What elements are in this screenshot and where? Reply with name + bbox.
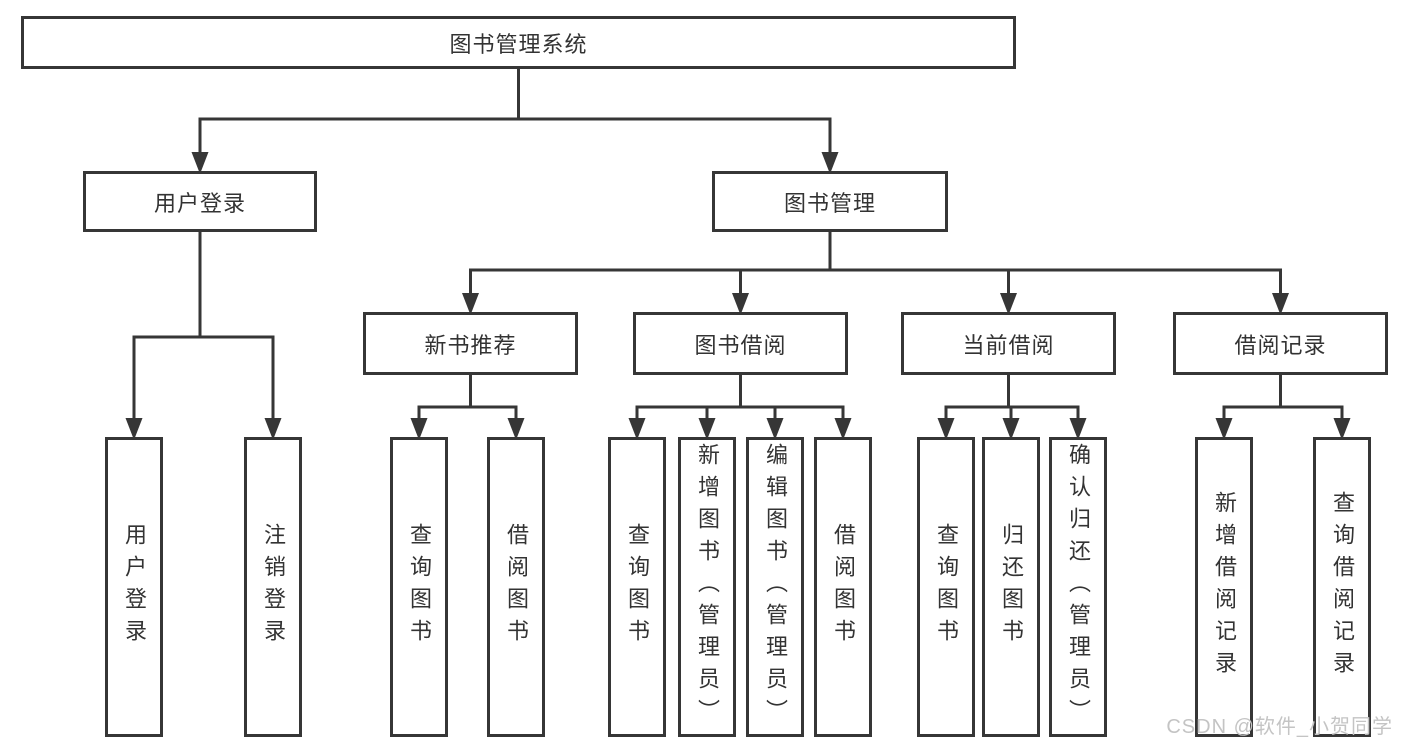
node-label-bb-edit-books: 编辑图书（管理员） — [763, 443, 788, 731]
node-bb-edit-books: 编辑图书（管理员） — [746, 437, 804, 737]
node-label-login-leaf: 用户登录 — [122, 523, 147, 651]
node-label-br-add-record: 新增借阅记录 — [1212, 491, 1237, 683]
node-label-bb-add-books: 新增图书（管理员） — [695, 443, 720, 731]
node-label-cb-confirm-return: 确认归还（管理员） — [1066, 443, 1091, 731]
node-cb-return-books: 归还图书 — [982, 437, 1040, 737]
node-cb-query-books: 查询图书 — [917, 437, 975, 737]
node-bb-borrow-books: 借阅图书 — [814, 437, 872, 737]
node-label-cb-query-books: 查询图书 — [934, 523, 959, 651]
node-br-query-record: 查询借阅记录 — [1313, 437, 1371, 737]
node-user-login: 用户登录 — [83, 171, 317, 232]
node-label-logout-leaf: 注销登录 — [261, 523, 286, 651]
node-borrow-record: 借阅记录 — [1173, 312, 1388, 375]
node-label-book-management: 图书管理 — [783, 190, 876, 216]
node-label-cb-return-books: 归还图书 — [999, 523, 1024, 651]
node-label-nbr-query-books: 查询图书 — [407, 523, 432, 651]
node-bb-add-books: 新增图书（管理员） — [678, 437, 736, 737]
node-nbr-borrow-books: 借阅图书 — [487, 437, 545, 737]
node-book-borrow: 图书借阅 — [633, 312, 848, 375]
node-logout-leaf: 注销登录 — [244, 437, 302, 737]
watermark: CSDN @软件_小贺同学 — [1166, 716, 1393, 738]
node-new-book-recommend: 新书推荐 — [363, 312, 578, 375]
node-label-br-query-record: 查询借阅记录 — [1330, 491, 1355, 683]
node-label-borrow-record: 借阅记录 — [1234, 332, 1327, 358]
node-br-add-record: 新增借阅记录 — [1195, 437, 1253, 737]
node-current-borrow: 当前借阅 — [901, 312, 1116, 375]
node-nbr-query-books: 查询图书 — [390, 437, 448, 737]
node-label-root: 图书管理系统 — [449, 31, 588, 57]
node-label-book-borrow: 图书借阅 — [694, 332, 787, 358]
node-label-bb-borrow-books: 借阅图书 — [831, 523, 856, 651]
node-bb-query-books: 查询图书 — [608, 437, 666, 737]
node-login-leaf: 用户登录 — [105, 437, 163, 737]
node-root: 图书管理系统 — [21, 16, 1016, 69]
node-label-new-book-recommend: 新书推荐 — [424, 332, 517, 358]
node-label-current-borrow: 当前借阅 — [962, 332, 1055, 358]
node-label-user-login: 用户登录 — [153, 190, 246, 216]
node-cb-confirm-return: 确认归还（管理员） — [1049, 437, 1107, 737]
node-book-management: 图书管理 — [712, 171, 948, 232]
node-label-nbr-borrow-books: 借阅图书 — [504, 523, 529, 651]
node-label-bb-query-books: 查询图书 — [625, 523, 650, 651]
